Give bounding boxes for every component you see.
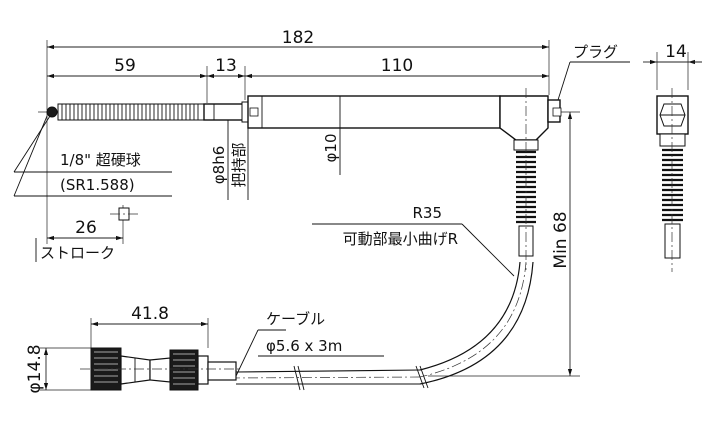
bellows-probe	[57, 103, 205, 121]
elbow-head	[499, 95, 549, 141]
grip-part-label: 把持部	[230, 142, 248, 187]
cable-label: ケーブル	[266, 310, 325, 328]
cable-spec-label: φ5.6 x 3m	[266, 337, 342, 355]
probe-front-view	[656, 88, 689, 272]
dim-connector-diameter-label: φ14.8	[25, 344, 45, 393]
dim-min-height-label: Min 68	[551, 211, 571, 268]
dim-stroke-label: 26	[75, 218, 97, 238]
bend-radius-callout: R35 可動部最小曲げR	[312, 204, 515, 277]
dimension-min-height: Min 68	[551, 112, 573, 376]
stroke-indicator	[110, 207, 140, 221]
body-diameter-callout: φ10	[322, 96, 341, 175]
ball-tip	[46, 106, 58, 118]
dimension-plug-width: 14	[643, 42, 702, 65]
main-body	[247, 95, 501, 129]
ball-label: 1/8" 超硬球	[60, 151, 141, 169]
stroke-text: ストローク	[40, 244, 115, 262]
plug-callout: プラグ	[557, 43, 630, 101]
dim-body-label: 110	[381, 56, 413, 76]
dimension-connector-diameter: φ14.8	[25, 344, 100, 394]
dimension-collar: 13	[207, 56, 245, 79]
cable-callout: ケーブル φ5.6 x 3m	[235, 310, 384, 377]
grip-callout: φ8h6 把持部	[210, 120, 249, 200]
dimension-stroke: 26 ストローク	[35, 218, 123, 262]
dim-plug-width-label: 14	[665, 42, 687, 62]
dim-collar-label: 13	[215, 56, 237, 76]
dimension-total: 182	[47, 28, 549, 50]
grip-diameter-label: φ8h6	[210, 146, 228, 185]
min-bend-label: 可動部最小曲げR	[343, 230, 458, 248]
bend-radius-label: R35	[412, 204, 442, 222]
dimension-body: 110	[245, 56, 549, 79]
dim-probe-label: 59	[114, 56, 136, 76]
grip-collar	[203, 103, 247, 121]
dim-connector-length-label: 41.8	[131, 304, 169, 324]
dimension-probe: 59	[47, 56, 207, 79]
plug-label: プラグ	[573, 43, 618, 61]
cable	[229, 261, 534, 391]
cable-spring	[513, 88, 539, 270]
connector	[80, 347, 240, 391]
dimension-connector-length: 41.8	[90, 304, 209, 348]
ball-radius-label: (SR1.588)	[60, 176, 135, 194]
body-diameter-label: φ10	[322, 134, 340, 163]
dim-total-label: 182	[282, 28, 314, 48]
probe-side-view	[38, 88, 562, 270]
extension-lines	[46, 40, 689, 377]
ball-callout: 1/8" 超硬球 (SR1.588)	[13, 115, 172, 197]
